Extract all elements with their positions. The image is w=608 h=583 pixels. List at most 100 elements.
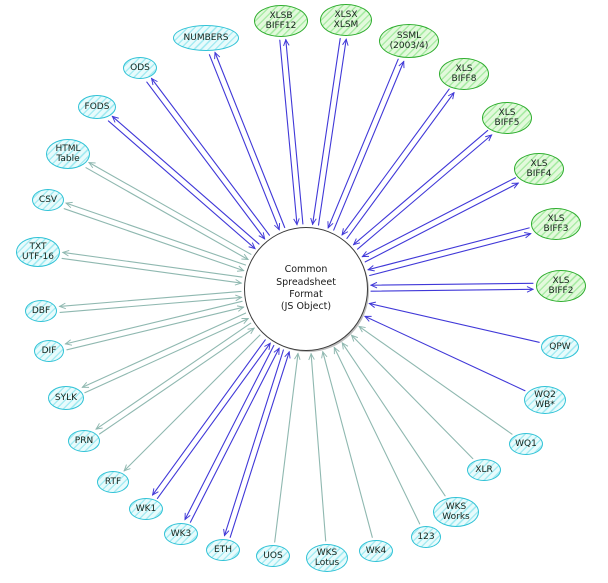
node-label: UOS [263,550,283,561]
node-label: WQ2 WB* [534,389,556,410]
edge-sylk [84,318,250,394]
edge-txt-utf16 [61,257,243,286]
edge-dbf [58,290,242,310]
edge-xls-biff2 [370,286,535,293]
node-dbf: DBF [25,300,57,322]
edge-ssml [333,60,405,231]
edge-prn [95,322,252,430]
node-label: FODS [84,101,110,112]
edge-ods [150,77,270,236]
node-wk3: WK3 [164,523,198,545]
node-rtf: RTF [97,471,129,493]
edge-dbf [59,294,243,313]
node-wks-works: WKS Works [433,497,479,527]
node-xlsx-xlsm: XLSX XLSM [320,4,372,36]
edge-rtf [123,334,261,472]
node-label: WQ1 [515,438,537,449]
node-sylk: SYLK [48,386,84,410]
node-label: XLSB BIFF12 [265,10,297,31]
edge-xls-biff5 [356,134,493,250]
edge-numbers [208,54,281,231]
edge-xls-biff5 [352,129,489,246]
node-label: XLS BIFF4 [526,158,552,179]
node-label: RTF [104,476,122,487]
node-label: XLR [475,464,493,475]
node-label: 123 [417,531,435,542]
node-wq1: WQ1 [509,433,543,455]
center-node-label: Common Spreadsheet Format (JS Object) [276,264,336,313]
edge-wq1 [358,325,513,435]
edge-qpw [368,301,540,343]
node-qpw: QPW [541,335,579,359]
edge-wk3 [184,344,275,521]
edge-ssml [327,58,399,229]
node-xls-biff8: XLS BIFF8 [439,58,489,90]
node-label: XLS BIFF8 [451,63,477,84]
node-label: WKS Works [442,501,470,522]
edge-wk1 [156,342,271,499]
node-label: CSV [38,194,58,205]
edge-n123 [333,346,421,525]
node-prn: PRN [68,430,100,452]
node-ssml: SSML (2003/4) [379,24,439,58]
edge-xls-biff8 [341,88,450,236]
node-dif: DIF [34,340,64,362]
node-label: WK3 [170,528,192,539]
edge-dif [66,305,245,351]
edge-fods [111,115,260,245]
edge-wk3 [189,347,280,523]
node-label: NUMBERS [183,32,229,43]
edge-uos [274,352,301,543]
edge-eth [229,350,291,538]
edge-html-table [88,161,252,255]
node-label: TXT UTF-16 [22,241,54,262]
edge-xlsb-biff12 [279,39,300,226]
node-label: QPW [549,341,571,352]
node-label: XLS BIFF5 [494,107,520,128]
edge-numbers [214,51,286,229]
edge-xlsb-biff12 [283,38,304,225]
node-wk4: WK4 [359,540,393,562]
edge-dif [64,300,243,346]
edge-csv [65,201,247,266]
node-eth: ETH [206,539,240,561]
edge-prn [98,327,256,435]
node-ods: ODS [123,57,157,79]
node-label: XLS BIFF2 [548,275,574,296]
node-label: XLS BIFF3 [543,213,569,234]
node-wk1: WK1 [129,498,163,520]
edge-txt-utf16 [61,249,243,278]
edge-xls-biff3 [369,232,532,277]
edge-wk1 [151,339,266,496]
edge-fods [107,120,256,250]
node-label: ETH [214,544,232,555]
edge-xls-biff4 [364,182,520,263]
node-label: WK4 [365,545,387,556]
node-xls-biff3: XLS BIFF3 [531,208,581,240]
center-node: Common Spreadsheet Format (JS Object) [244,227,368,351]
edge-wks-works [341,341,446,497]
node-xlsb-biff12: XLSB BIFF12 [254,5,308,37]
node-numbers: NUMBERS [173,25,239,51]
edge-wq2-wb [363,315,526,392]
node-xlr: XLR [467,459,501,481]
edge-html-table [85,167,249,261]
node-label: WKS Lotus [314,547,340,568]
node-xls-biff2: XLS BIFF2 [536,270,586,302]
node-fods: FODS [78,95,116,119]
node-txt-utf16: TXT UTF-16 [16,237,60,267]
node-xls-biff5: XLS BIFF5 [482,102,532,134]
edge-wks-lotus [308,352,327,542]
edge-ods [146,81,266,240]
edge-csv [63,208,245,272]
node-html-table: HTML Table [46,139,90,169]
node-label: DBF [31,305,51,316]
edge-xlr [350,334,474,460]
edge-xlsx-xlsm [310,37,341,226]
node-n123: 123 [411,526,441,548]
node-wks-lotus: WKS Lotus [306,544,348,572]
node-label: XLSX XLSM [333,9,359,30]
edge-eth [223,349,284,537]
node-label: WK1 [135,503,157,514]
